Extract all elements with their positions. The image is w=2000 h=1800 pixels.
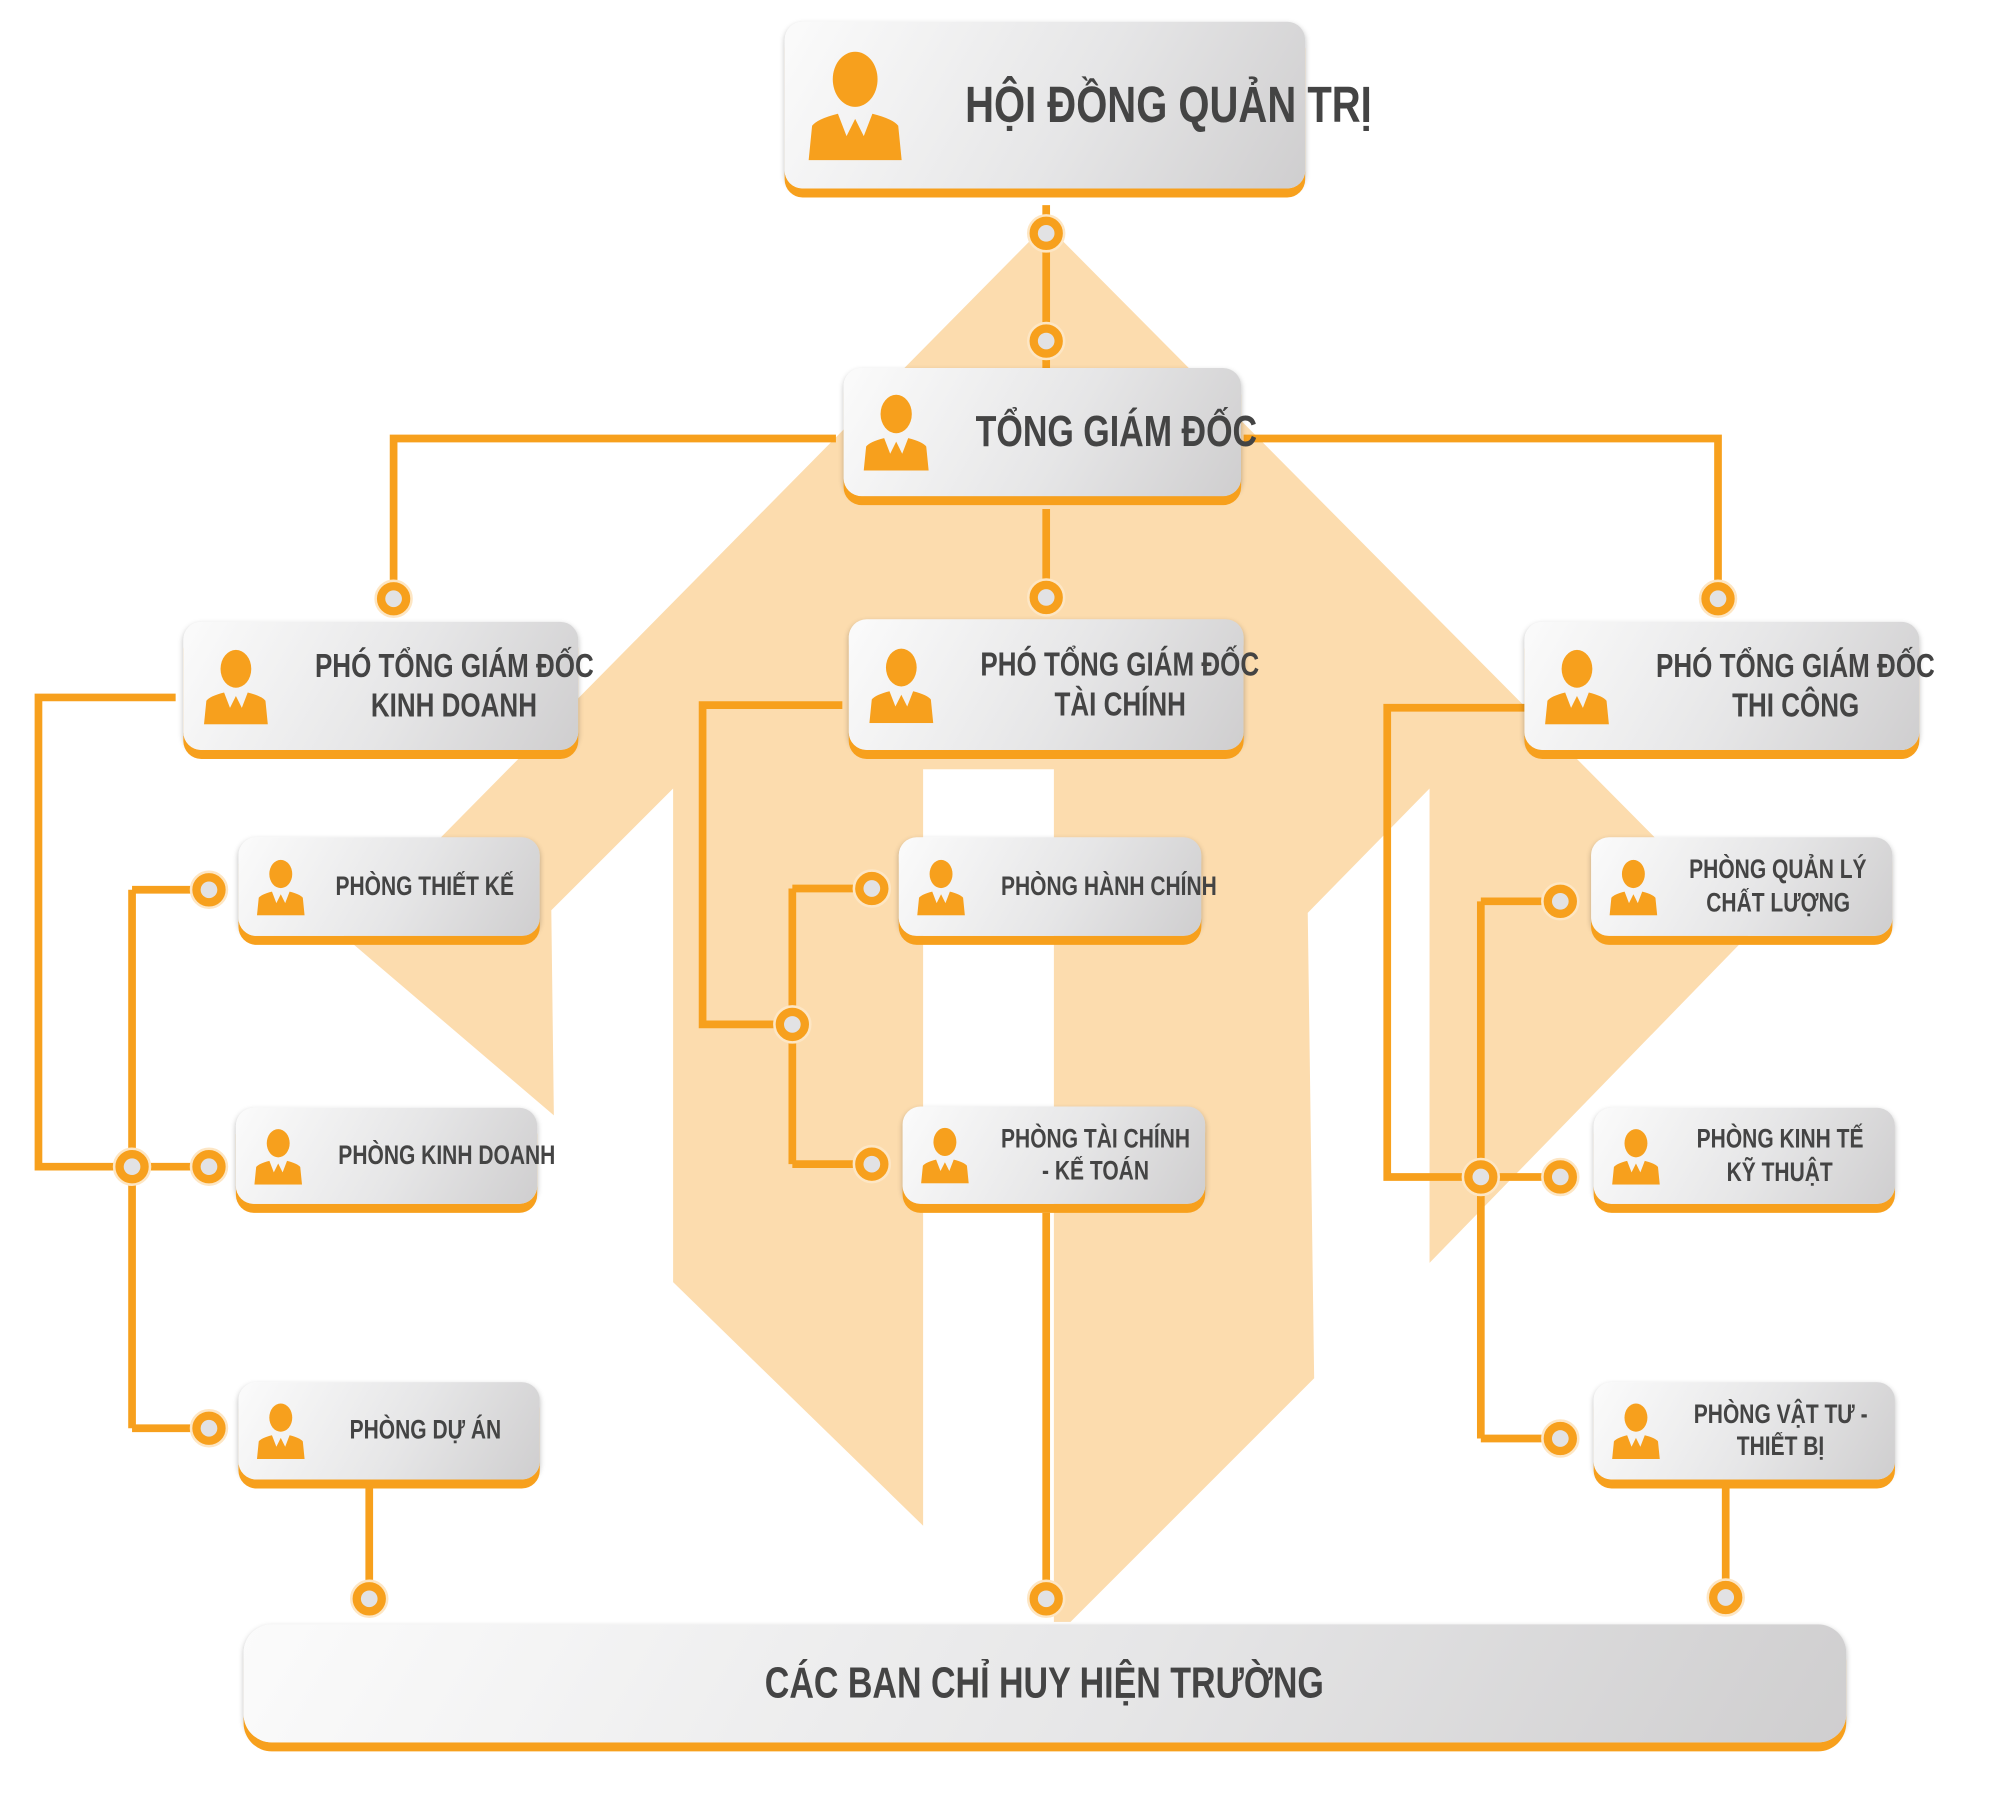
node-label-line1: PHÒNG THIẾT KẾ	[335, 871, 515, 902]
connector-node-dot-center	[1551, 892, 1569, 910]
node-label-line2: TÀI CHÍNH	[1054, 684, 1186, 724]
connector-node-dot-center	[385, 590, 402, 608]
connector-node-dot-center	[1551, 1168, 1569, 1186]
connector-vp-business-depts	[34, 693, 209, 1433]
person-icon	[203, 649, 268, 724]
connector-node-dot-center	[1709, 590, 1727, 608]
connector-ceo-vp-business	[389, 434, 836, 599]
node-label-line1: PHÒNG DỰ ÁN	[349, 1415, 501, 1446]
person-icon	[869, 648, 934, 723]
node-label-line1: PHÒNG VẬT TƯ -	[1693, 1399, 1868, 1430]
person-icon	[921, 1127, 969, 1184]
node-projects[interactable]: PHÒNG DỰ ÁN	[238, 1382, 540, 1480]
node-label-line2: CHẤT LƯỢNG	[1705, 887, 1850, 918]
node-label-line2: THI CÔNG	[1731, 685, 1859, 725]
connector-node-dot-center	[784, 1016, 801, 1033]
connector-node-dot-center	[1472, 1168, 1490, 1186]
node-label-line1: PHÒNG TÀI CHÍNH	[1001, 1124, 1191, 1154]
connector-node-dot-center	[1717, 1589, 1735, 1606]
person-icon	[1609, 859, 1658, 915]
node-ceo[interactable]: TỔNG GIÁM ĐỐC	[843, 367, 1257, 497]
person-icon	[863, 394, 929, 471]
connector-node-dot-center	[863, 880, 881, 897]
node-site-label: CÁC BAN CHỈ HUY HIỆN TRƯỜNG	[765, 1658, 1325, 1708]
connector-node-dot-center	[200, 881, 218, 899]
connector-node-dot-center	[1037, 225, 1055, 242]
node-site[interactable]: CÁC BAN CHỈ HUY HIỆN TRƯỜNG	[243, 1624, 1847, 1743]
node-label-line1: PHÒNG QUẢN LÝ	[1688, 855, 1867, 886]
node-label-line1: PHÓ TỔNG GIÁM ĐỐC	[314, 645, 594, 685]
connector-node-dot-center	[1037, 1590, 1055, 1608]
node-board[interactable]: HỘI ĐỒNG QUẢN TRỊ	[784, 21, 1372, 189]
person-icon	[1612, 1128, 1660, 1185]
person-icon	[808, 51, 902, 161]
node-sales[interactable]: PHÒNG KINH DOANH	[235, 1107, 555, 1204]
node-board-label: HỘI ĐỒNG QUẢN TRỊ	[965, 76, 1372, 134]
node-ceo-label: TỔNG GIÁM ĐỐC	[975, 407, 1258, 456]
node-label-line1: PHÒNG KINH DOANH	[338, 1140, 556, 1171]
connector-node-dot-center	[1037, 332, 1055, 350]
person-icon	[1612, 1403, 1660, 1460]
connector-node-dot-center	[200, 1419, 218, 1437]
person-icon	[917, 859, 965, 915]
connector-node-dot-center	[1551, 1430, 1569, 1447]
connector-node-dot-center	[863, 1155, 881, 1173]
node-admin[interactable]: PHÒNG HÀNH CHÍNH	[898, 837, 1217, 936]
connector-node-dot-center	[1037, 589, 1055, 606]
node-design[interactable]: PHÒNG THIẾT KẾ	[238, 837, 540, 936]
person-icon	[1545, 649, 1609, 724]
person-icon	[256, 859, 305, 915]
connector-node-dot-center	[123, 1158, 141, 1176]
node-label-line1: PHÓ TỔNG GIÁM ĐỐC	[1656, 645, 1935, 685]
connector-node-dot-center	[200, 1158, 218, 1176]
background-logo-shape	[343, 224, 1751, 1622]
connector-node-dot-center	[360, 1590, 378, 1608]
connector-ceo-vp-construction	[1243, 434, 1722, 599]
person-icon	[256, 1403, 305, 1460]
node-label-line1: PHÒNG KINH TẾ	[1696, 1124, 1864, 1155]
node-label-line2: - KẾ TOÁN	[1042, 1156, 1150, 1186]
node-label-line2: KINH DOANH	[371, 685, 538, 725]
node-materials[interactable]: PHÒNG VẬT TƯ -THIẾT BỊ	[1593, 1382, 1895, 1480]
node-label-line2: THIẾT BỊ	[1736, 1432, 1824, 1462]
node-accounting[interactable]: PHÒNG TÀI CHÍNH- KẾ TOÁN	[902, 1106, 1206, 1204]
node-label-line1: PHÓ TỔNG GIÁM ĐỐC	[980, 644, 1260, 684]
node-label-line1: PHÒNG HÀNH CHÍNH	[1000, 871, 1217, 902]
node-label-line2: KỸ THUẬT	[1727, 1157, 1834, 1187]
person-icon	[254, 1128, 303, 1185]
